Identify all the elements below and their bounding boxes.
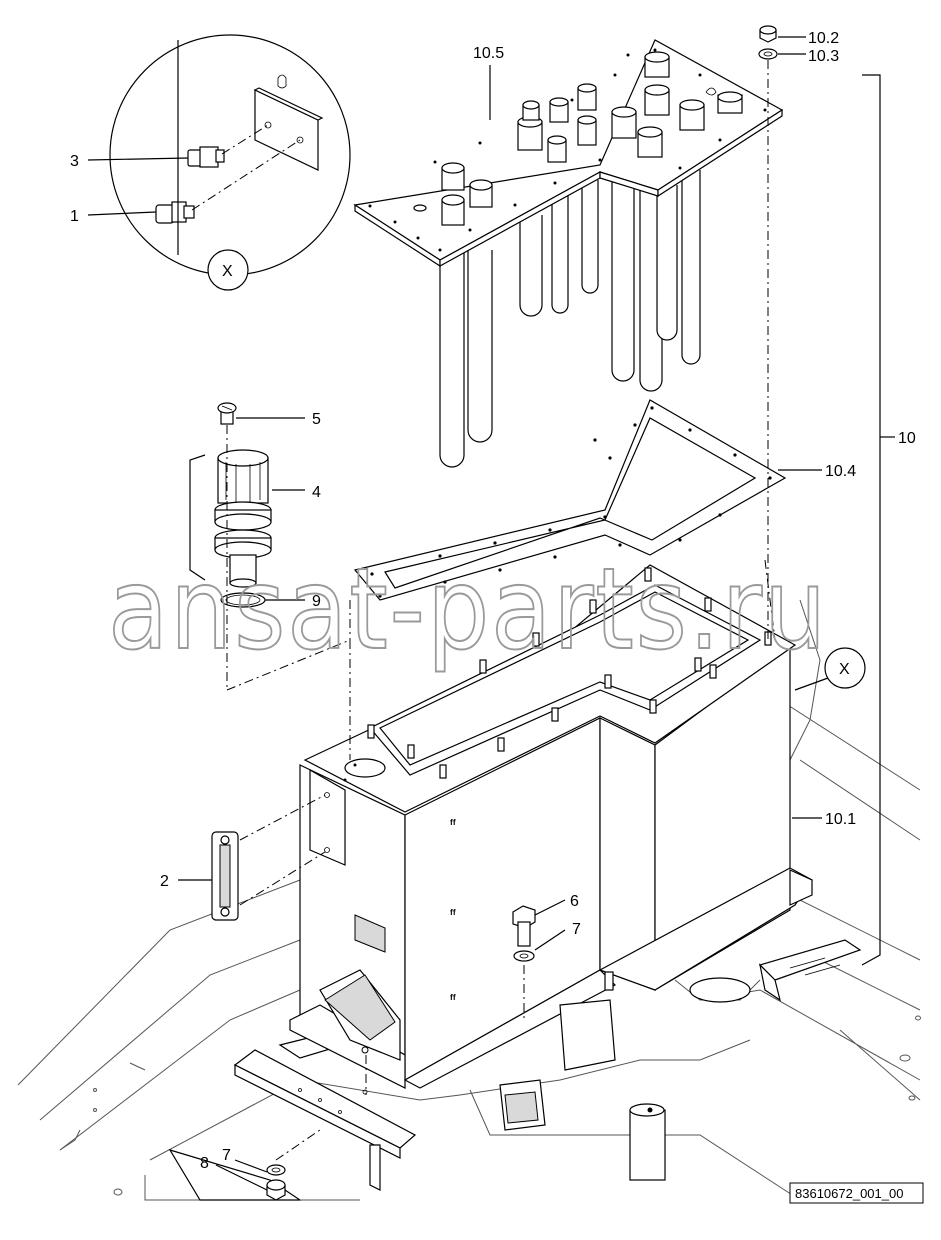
bolt [512, 905, 536, 962]
assembly-lines [226, 60, 776, 1161]
sensor-3 [187, 146, 225, 168]
callout-6: 6 [570, 893, 579, 910]
filler-cap [189, 402, 272, 608]
callout-10-1: 10.1 [825, 811, 856, 828]
svg-text:ᶠᶠ: ᶠᶠ [450, 817, 456, 831]
washer-nut-bottom [266, 1164, 286, 1201]
callout-10-2: 10.2 [808, 30, 839, 47]
detail-view-letter: X [222, 263, 233, 280]
callout-10: 10 [898, 430, 916, 447]
sight-glass [211, 831, 239, 921]
tank-body: ᶠᶠ ᶠᶠ ᶠᶠ [289, 564, 862, 1089]
callout-9: 9 [312, 593, 321, 610]
callout-8: 8 [200, 1155, 209, 1172]
callout-1: 1 [70, 208, 79, 225]
mounting-bracket [233, 1029, 417, 1191]
svg-text:ᶠᶠ: ᶠᶠ [450, 907, 456, 921]
callout-5: 5 [312, 411, 321, 428]
callout-3: 3 [70, 153, 79, 170]
callout-10-3: 10.3 [808, 48, 839, 65]
callout-2: 2 [160, 873, 169, 890]
callout-7-upper: 7 [572, 921, 581, 938]
drawing-number: 83610672_001_00 [795, 1186, 903, 1201]
callout-10-4: 10.4 [825, 463, 856, 480]
svg-text:ᶠᶠ: ᶠᶠ [450, 992, 456, 1006]
view-x-pointer-circle [824, 647, 866, 689]
detail-view-circle [109, 34, 351, 291]
leader-lines [87, 36, 895, 1191]
drawing-number-box: 83610672_001_00 [789, 1182, 924, 1204]
callouts: 1 3 2 4 5 9 6 7 7 8 10.5 10.2 10.3 10.4 … [70, 30, 916, 1172]
callout-10-5: 10.5 [473, 45, 504, 62]
nut-washer [758, 25, 778, 60]
heater-fittings [441, 51, 743, 226]
watermark: ansat-parts.ru [108, 545, 828, 675]
switch-1 [155, 201, 195, 224]
heater-element [353, 39, 784, 468]
callout-7-lower: 7 [222, 1147, 231, 1164]
gasket [353, 399, 787, 601]
callout-4: 4 [312, 484, 321, 501]
view-x-pointer-letter: X [839, 661, 850, 678]
